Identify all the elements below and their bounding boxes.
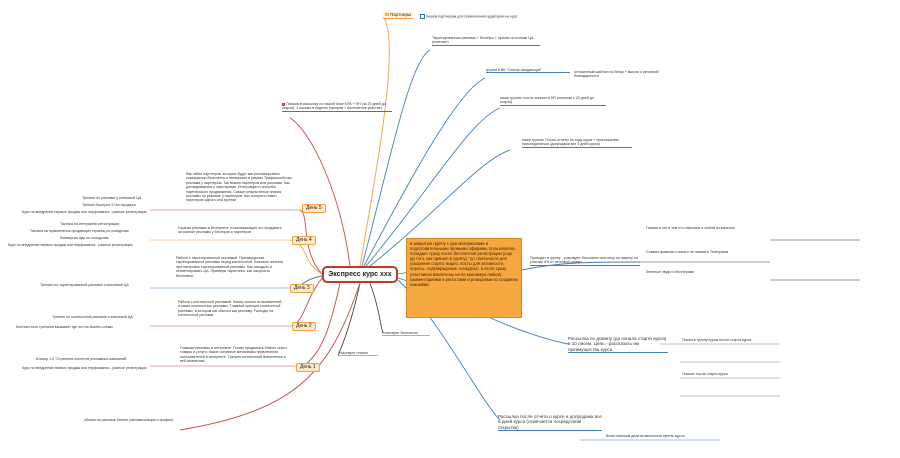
- branch-after-report[interactable]: Рассылка после отчета о курсе и допродаж…: [498, 414, 602, 432]
- day-2-left-1: Тренинг по контекстной рекламе и ключево…: [52, 315, 133, 319]
- partners-node[interactable]: Партнеры: [383, 12, 414, 19]
- day-4-left-2: Тактика на привлечения продающих страниц…: [30, 229, 129, 233]
- day-1-desc: Главные рекламы в интернете. Готово прод…: [180, 346, 287, 364]
- day-1-left-1: Блокер 1.0 "Стратегия контента рекламных…: [36, 357, 128, 361]
- day-4-node[interactable]: День 4: [292, 236, 316, 245]
- branch-our-groups-announce[interactable]: наши группы: посты-анонсы в НП (начиная …: [500, 96, 606, 106]
- day-1-left-2: Курс по внедрение первых продаж или перф…: [22, 366, 147, 370]
- day-3-node[interactable]: День 3: [290, 284, 314, 293]
- label-free[interactable]: Участвуют бесплатно: [382, 331, 430, 337]
- flag-icon: [282, 102, 285, 106]
- branch-vk-waitlist[interactable]: группа в ВК "Список ожидающих": [486, 68, 570, 74]
- join-group-item-2: Ставим правила и ничего не пишем в Телег…: [646, 250, 729, 254]
- day-4-left-3: Конверсия пуш по конкурсам: [60, 236, 109, 240]
- branch-paid-traffic[interactable]: Таргетированная реклама + блогеры + проч…: [432, 36, 540, 46]
- day-4-left-4: Курс по внедрение первых продаж или перф…: [8, 243, 133, 247]
- day-5-desc: Как найти партнеров, которые будут вас р…: [186, 172, 292, 203]
- flag-icon: [385, 13, 389, 17]
- join-group-item-1: Пишем в чат в тем что отвечаем в любой и…: [646, 226, 735, 230]
- branch-newsletter[interactable]: Письма в рассылку по нашей базе КУВ + ПН…: [282, 102, 392, 112]
- branch-vk-waitlist-detail: отложенный шаблон по блоку + мысли о рел…: [574, 70, 659, 79]
- day-4-desc: Сжатые рекламы в Интернете. Классификаци…: [178, 226, 282, 235]
- day-1-node[interactable]: День 1: [296, 363, 320, 372]
- day-3-left-1: Тренинг по таргетированной рекламе и клю…: [40, 283, 129, 287]
- partners-detail: пишем партнерам для привлечения аудитори…: [420, 14, 530, 19]
- root-node[interactable]: Экспресс курс ххх: [322, 266, 398, 283]
- central-node[interactable]: в закрытую группу с доп.материалами и по…: [406, 238, 522, 318]
- day-5-left-3: Курс по внедрение первых продаж или перф…: [22, 210, 147, 214]
- domain-mailing-item-1: Писем в группу курсы после старта курса: [682, 338, 752, 342]
- day-5-node[interactable]: День 5: [302, 204, 326, 213]
- bottom-left-note: облака на рекламе бизнес (автоматизация …: [84, 418, 173, 422]
- day-4-left-1: Тактика на интерфейс регистрации: [60, 222, 120, 226]
- branch-our-groups-reports[interactable]: наши группы: Посты-отчеты по ходу курса …: [522, 138, 632, 148]
- after-report-item-1: Всем письмам дали возможность купить кур…: [606, 434, 685, 438]
- branch-join-group[interactable]: Приходят в группу - участвуют бесплатно …: [530, 256, 640, 266]
- day-2-left-2: Контекстного тренинга вызывает где это н…: [16, 325, 113, 329]
- day-3-desc: Работа с таргетированной рекламой. Преим…: [176, 256, 284, 278]
- day-5-left-1: Тренинг по рекламе у ключевой ЦА: [82, 196, 142, 200]
- join-group-item-3: Зеленые люди и Инстаграме: [646, 270, 695, 274]
- day-2-node[interactable]: День 2: [292, 322, 316, 331]
- day-5-left-2: Тренинг быстрее 5 Что продажи: [82, 203, 136, 207]
- branch-domain-mailing[interactable]: Рассылка по домену (до начала старта кур…: [568, 336, 668, 354]
- task-icon: [420, 14, 425, 19]
- day-2-desc: Работа с контекстной рекламой. Конец пои…: [178, 300, 283, 318]
- domain-mailing-item-2: Письмо после старта курса: [682, 372, 728, 376]
- label-paid[interactable]: Участвуют платно: [338, 351, 378, 357]
